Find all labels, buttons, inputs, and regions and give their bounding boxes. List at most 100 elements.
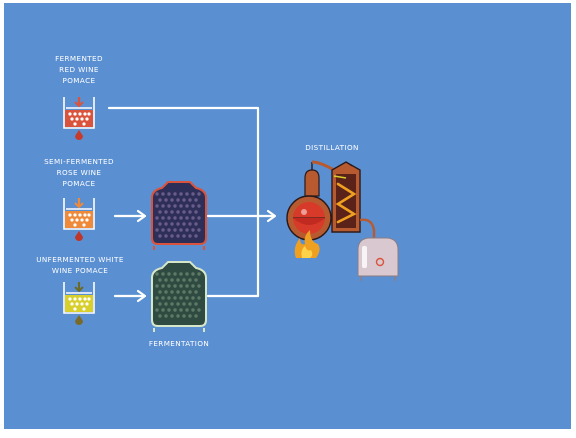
grape-dot (197, 228, 201, 232)
grape-dot (161, 296, 165, 300)
grape-dot (158, 198, 162, 202)
merge-arrowhead (266, 209, 277, 223)
grape-dot (161, 284, 165, 288)
grape-dot (176, 234, 180, 238)
grape-dot (155, 204, 159, 208)
grape-dot (194, 210, 198, 214)
grape-dot (179, 216, 183, 220)
grape-dot (155, 308, 159, 312)
grape-dot (185, 228, 189, 232)
grape-dot (158, 234, 162, 238)
receiving-tank-icon (357, 237, 399, 281)
white-pomace-press-icon (63, 282, 95, 325)
grape-dot (164, 210, 168, 214)
grape-dot (158, 302, 162, 306)
grape-dot (182, 234, 186, 238)
grape-dot (173, 272, 177, 276)
grape-dot (191, 192, 195, 196)
grape-dot (173, 216, 177, 220)
grape-dot (164, 234, 168, 238)
grape-dot (191, 216, 195, 220)
grape-dot (194, 198, 198, 202)
grape-dot (173, 296, 177, 300)
grape-dot (164, 290, 168, 294)
red-pomace-line (107, 106, 260, 298)
grape-dot (170, 314, 174, 318)
grape-dot (176, 222, 180, 226)
grape-dot (179, 272, 183, 276)
grape-dot (179, 204, 183, 208)
grape-dot (191, 228, 195, 232)
grape-dot (176, 278, 180, 282)
grape-dot (188, 234, 192, 238)
grape-dot (155, 284, 159, 288)
grape-dot (188, 314, 192, 318)
grape-dot (164, 198, 168, 202)
grape-dot (167, 204, 171, 208)
grape-dot (161, 308, 165, 312)
grape-dot (164, 222, 168, 226)
grape-dot (173, 284, 177, 288)
fermentation-vat-dark-icon (151, 181, 207, 250)
grape-dot (176, 314, 180, 318)
grape-dot (158, 278, 162, 282)
grape-dot (197, 308, 201, 312)
grape-dot (167, 284, 171, 288)
label-fermentation: FERMENTATION (148, 339, 210, 348)
flow-lines (107, 106, 277, 303)
label-white-line2: WINE POMACE (51, 266, 109, 275)
grape-dot (182, 290, 186, 294)
grape-dot (155, 296, 159, 300)
grape-dot (170, 302, 174, 306)
grape-dot (188, 278, 192, 282)
grape-dot (191, 204, 195, 208)
grape-dot (158, 210, 162, 214)
grape-dot (161, 272, 165, 276)
grape-dot (161, 192, 165, 196)
label-unfermented-white-wine-pomace: UNFERMENTED WHITE WINE POMACE (24, 254, 136, 276)
grape-dot (179, 192, 183, 196)
grape-dot (164, 314, 168, 318)
label-distillation: DISTILLATION (305, 143, 359, 152)
grape-dot (164, 302, 168, 306)
grape-dot (167, 296, 171, 300)
label-semi-fermented-rose-wine-pomace: SEMI-FERMENTED ROSE WINE POMACE (29, 156, 129, 189)
grape-dot (185, 272, 189, 276)
label-rose-line3: POMACE (62, 179, 96, 188)
grape-dot (170, 198, 174, 202)
label-rose-line1: SEMI-FERMENTED (44, 157, 114, 166)
grape-dot (176, 290, 180, 294)
grape-dot (176, 210, 180, 214)
grape-dot (161, 228, 165, 232)
grape-dot (191, 272, 195, 276)
grape-dot (173, 192, 177, 196)
grape-dot (176, 198, 180, 202)
grape-dot (179, 296, 183, 300)
grape-dot (155, 192, 159, 196)
grape-dot (197, 296, 201, 300)
grape-dot (158, 290, 162, 294)
grape-dot (194, 302, 198, 306)
grape-dot (194, 278, 198, 282)
grape-dot (173, 228, 177, 232)
grape-dot (167, 272, 171, 276)
grape-dot (182, 222, 186, 226)
grape-dot (191, 308, 195, 312)
grape-dot (176, 302, 180, 306)
grape-dot (182, 302, 186, 306)
white-to-vat-arrowhead (136, 289, 147, 303)
grape-dot (185, 204, 189, 208)
grape-dot (164, 278, 168, 282)
grape-dot (194, 314, 198, 318)
grape-dot (185, 308, 189, 312)
grape-dot (194, 234, 198, 238)
grape-dot (161, 204, 165, 208)
grape-dot (188, 302, 192, 306)
grape-dot (155, 228, 159, 232)
grape-dot (182, 198, 186, 202)
grape-dot (185, 192, 189, 196)
grape-dot (188, 290, 192, 294)
label-red-line1: FERMENTED (55, 54, 103, 63)
grape-dot (197, 192, 201, 196)
